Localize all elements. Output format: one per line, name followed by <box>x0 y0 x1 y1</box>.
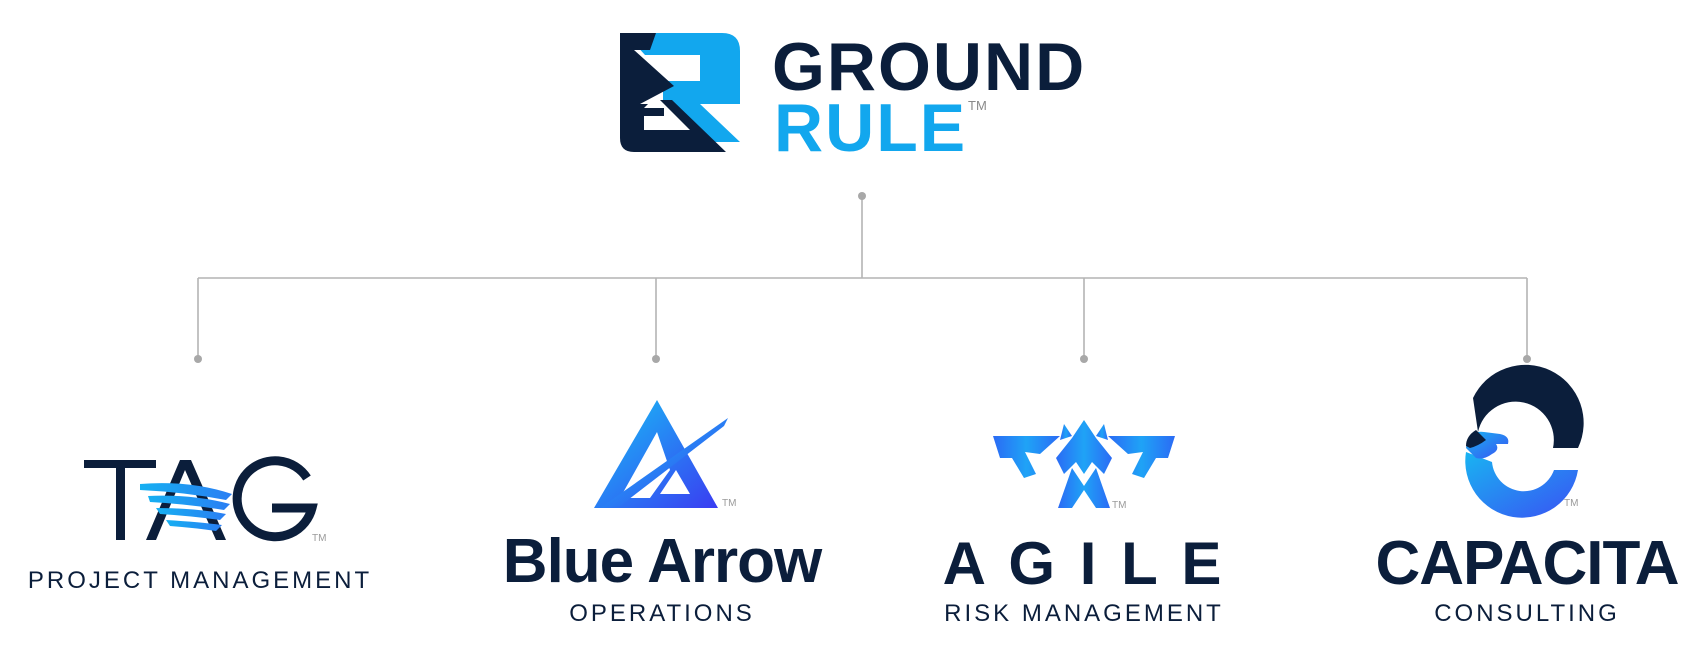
capacita-trademark: TM <box>1564 498 1578 509</box>
capacita-subtitle: CONSULTING <box>1434 600 1620 627</box>
agile-trademark: TM <box>1112 500 1126 511</box>
tag-letter-t-stem <box>116 460 125 540</box>
connector-lines <box>197 196 1528 359</box>
blue-arrow-name: Blue Arrow <box>503 527 823 596</box>
connector-dot-capacita <box>1523 355 1531 363</box>
agile-subtitle: RISK MANAGEMENT <box>944 600 1224 627</box>
connector-dot-parent <box>858 192 866 200</box>
blue-arrow-subtitle: OPERATIONS <box>569 600 755 627</box>
connector-dot-agile <box>1080 355 1088 363</box>
triangle-arrow-icon <box>594 400 728 508</box>
connector-dot-tag <box>194 355 202 363</box>
capacita-name: CAPACITA <box>1375 529 1678 598</box>
agile-name: A G I L E <box>943 530 1226 597</box>
tag-trademark: TM <box>312 533 326 544</box>
child-logo-agile: TM A G I L E RISK MANAGEMENT <box>943 420 1226 627</box>
connector-dot-blue-arrow <box>652 355 660 363</box>
child-logo-blue-arrow: TM Blue Arrow OPERATIONS <box>503 400 824 627</box>
child-logo-tag: TM PROJECT MANAGEMENT <box>28 456 372 594</box>
eagle-emblem-icon <box>993 420 1175 508</box>
ground-rule-gr-monogram-icon <box>620 33 740 152</box>
wing-icon <box>140 483 232 531</box>
hand-c-icon <box>1465 364 1584 518</box>
parent-name-line1: GROUND <box>772 29 1086 105</box>
child-logo-capacita: TM CAPACITA CONSULTING <box>1375 364 1680 627</box>
connector-dots <box>194 192 1531 363</box>
tag-letter-a <box>146 460 226 540</box>
tag-subtitle: PROJECT MANAGEMENT <box>28 567 372 594</box>
parent-logo: GROUND RULE TM <box>620 29 1086 166</box>
blue-arrow-trademark: TM <box>722 498 736 509</box>
tag-letter-g <box>232 456 318 542</box>
parent-trademark: TM <box>968 98 987 113</box>
parent-name-line2: RULE <box>774 90 967 166</box>
